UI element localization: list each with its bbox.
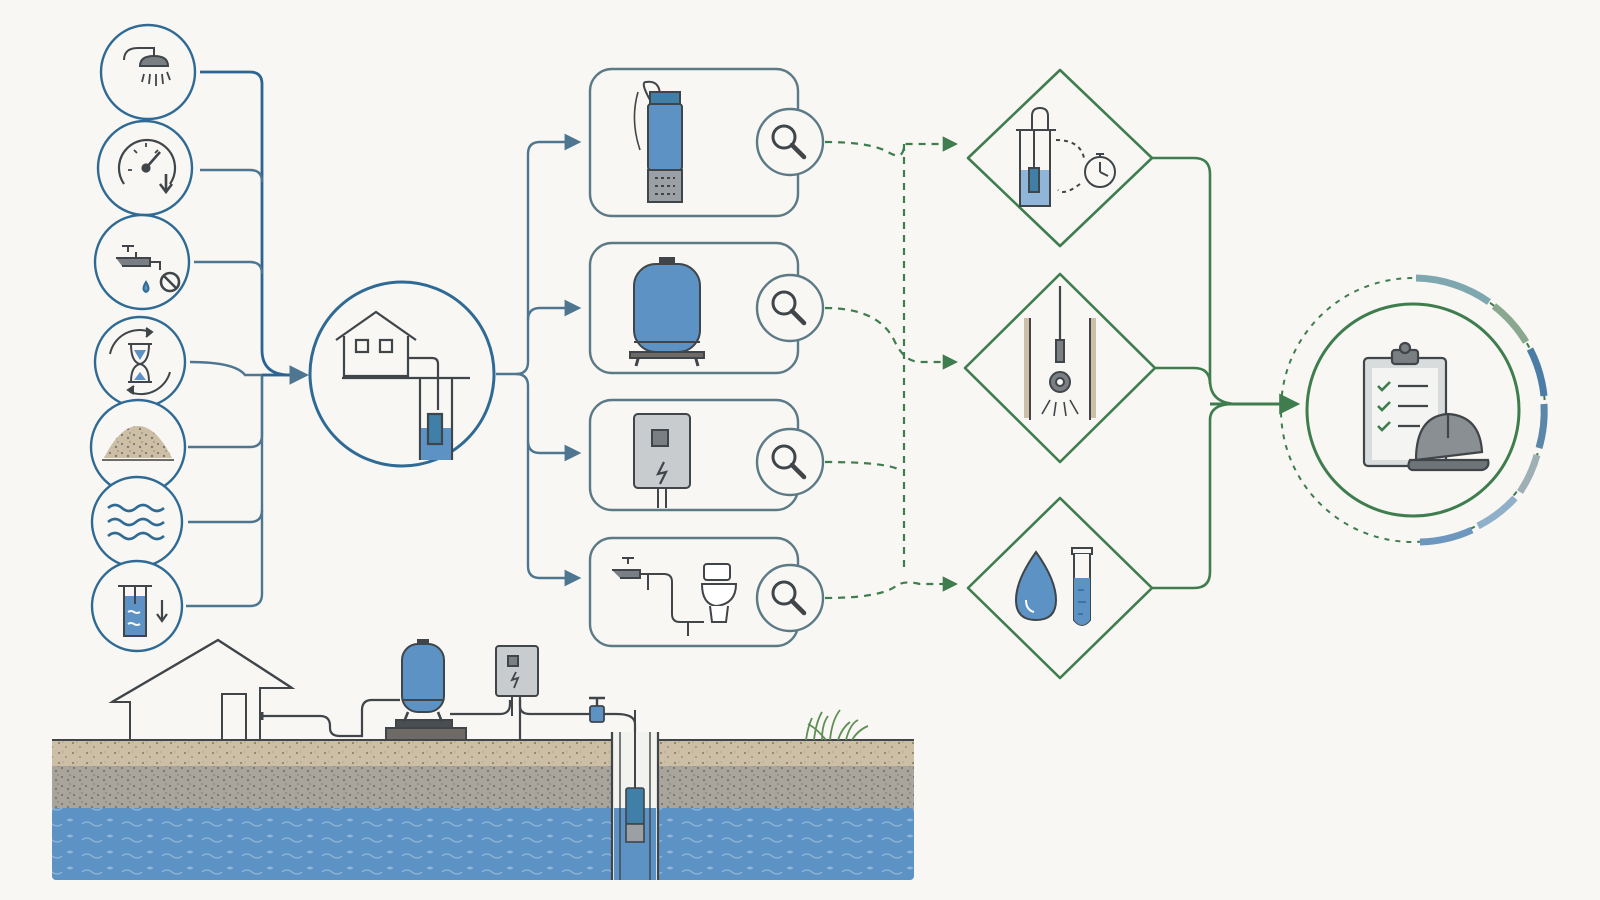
scene-grass xyxy=(805,709,869,741)
component-submersible-pump[interactable] xyxy=(588,67,825,218)
plumbing-fixtures-icon xyxy=(612,557,738,636)
house-well-system-icon xyxy=(335,310,470,460)
scene-house xyxy=(108,638,296,741)
magnifier-icon[interactable] xyxy=(755,273,825,343)
magnifier-icon[interactable] xyxy=(755,107,825,177)
test-water-quality[interactable] xyxy=(966,496,1154,680)
symptom-node-water-quality[interactable] xyxy=(90,475,184,569)
system-hub[interactable] xyxy=(308,280,496,468)
well-system-cross-section xyxy=(52,638,914,880)
symptom-node-short-cycling[interactable] xyxy=(93,315,187,409)
shower-icon xyxy=(123,47,171,86)
checklist-hardhat-icon xyxy=(1362,341,1490,472)
test-drawdown[interactable] xyxy=(966,68,1154,248)
magnifier-icon[interactable] xyxy=(755,427,825,497)
symptom-node-no-water[interactable] xyxy=(93,213,191,311)
magnifier-icon[interactable] xyxy=(755,563,825,633)
scene-valve xyxy=(589,696,605,723)
symptom-connectors xyxy=(186,70,309,608)
symptom-node-sediment[interactable] xyxy=(89,398,187,496)
symptom-node-low-pressure[interactable] xyxy=(96,119,194,217)
test-well-inspection[interactable] xyxy=(963,272,1157,464)
water-quality-icon xyxy=(1014,547,1093,626)
symptom-node-well-level[interactable] xyxy=(90,559,184,653)
progress-ring xyxy=(1415,274,1548,546)
drawdown-timer-icon xyxy=(1016,106,1116,207)
cycling-hourglass-icon xyxy=(109,327,171,396)
well-level-icon xyxy=(118,585,168,637)
control-box-icon xyxy=(633,413,691,508)
outcome-node[interactable] xyxy=(1280,274,1548,546)
symptom-node-low-flow[interactable] xyxy=(99,23,197,121)
scene-pressure-tank xyxy=(385,639,467,741)
inspection-connectors xyxy=(824,136,959,600)
pressure-gauge-icon xyxy=(117,138,177,195)
component-pressure-tank[interactable] xyxy=(588,241,825,375)
result-connectors xyxy=(1152,156,1301,590)
component-plumbing[interactable] xyxy=(588,536,825,648)
hub-connectors xyxy=(496,133,582,587)
no-water-faucet-icon xyxy=(116,245,181,294)
pressure-tank-icon xyxy=(629,257,705,367)
well-casing xyxy=(610,710,660,880)
well-camera-icon xyxy=(1024,286,1096,420)
component-control-box[interactable] xyxy=(588,398,825,512)
submersible-pump-icon xyxy=(633,80,683,203)
scene-control-box xyxy=(495,645,539,716)
symptoms xyxy=(89,23,197,653)
scene-piping xyxy=(260,690,637,740)
ground-layers xyxy=(52,739,914,880)
sediment-icon xyxy=(102,426,174,461)
water-waves-icon xyxy=(107,503,165,541)
tests xyxy=(963,68,1157,680)
components xyxy=(588,67,825,648)
